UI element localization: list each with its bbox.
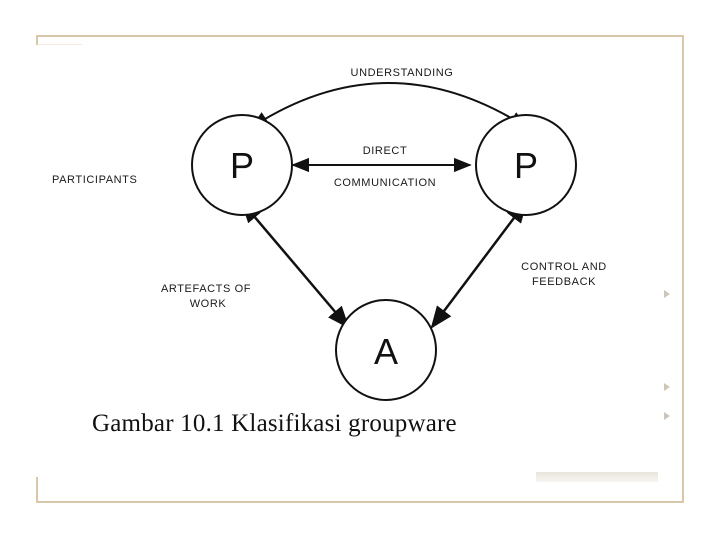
label-artefacts-line2: WORK xyxy=(190,298,227,310)
groupware-diagram: P P A UNDERSTANDING DIRECT COMMUNICATION… xyxy=(52,67,607,401)
edge-control-feedback xyxy=(430,200,528,329)
label-direct: DIRECT xyxy=(363,145,408,157)
label-understanding: UNDERSTANDING xyxy=(351,67,454,79)
label-participants: PARTICIPANTS xyxy=(52,174,137,186)
node-letter: A xyxy=(374,331,398,372)
node-letter: P xyxy=(514,145,538,186)
figure-shadow xyxy=(536,472,658,482)
label-control-line2: FEEDBACK xyxy=(532,276,596,288)
edge-mark xyxy=(664,412,670,420)
label-communication: COMMUNICATION xyxy=(334,177,436,189)
edge-mark xyxy=(664,383,670,391)
node-participant-right: P xyxy=(475,114,577,216)
node-artefact: A xyxy=(335,299,437,401)
label-control-line1: CONTROL AND xyxy=(521,261,607,273)
node-participant-left: P xyxy=(191,114,293,216)
node-letter: P xyxy=(230,145,254,186)
figure-caption: Gambar 10.1 Klasifikasi groupware xyxy=(92,410,457,437)
edge-understanding xyxy=(250,82,528,128)
label-artefacts-line1: ARTEFACTS OF xyxy=(161,283,251,295)
edge-mark xyxy=(664,290,670,298)
edge-artefacts-of-work xyxy=(240,200,350,329)
